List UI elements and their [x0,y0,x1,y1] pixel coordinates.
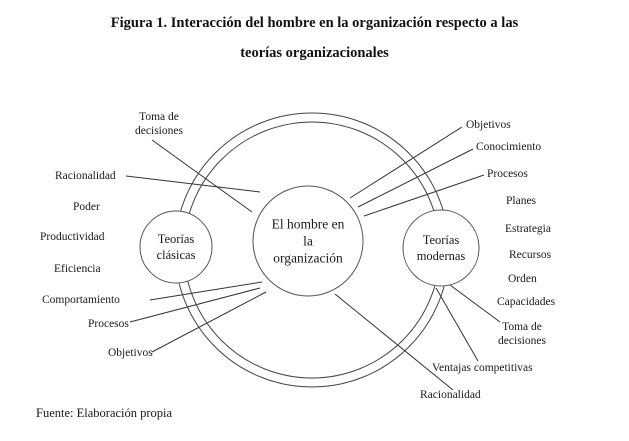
figure-source: Fuente: Elaboración propia [36,406,173,420]
label-ventajas-competitivas: Ventajas competitivas [432,362,533,374]
center-circle [252,185,364,297]
label-objetivos-right: Objetivos [466,119,511,131]
label-capacidades: Capacidades [497,296,556,308]
label-comportamiento: Comportamiento [42,294,120,306]
figure-title-line2: teorías organizacionales [240,45,389,61]
connector-lines [125,126,501,391]
label-procesos-right: Procesos [487,168,528,180]
right-circle [402,209,480,287]
label-orden: Orden [508,273,537,285]
left-circle-label: Teorías clásicas [156,232,196,262]
right-circle-label: Teorías modernas [416,233,466,263]
label-planes: Planes [506,195,537,207]
label-toma-de-decisiones-left: Toma de decisiones [135,111,183,137]
figure-title-line1: Figura 1. Interacción del hombre en la o… [110,15,519,31]
label-eficiencia: Eficiencia [54,263,101,275]
label-objetivos-left: Objetivos [108,347,153,359]
line-procesos-right [363,174,485,217]
figure-title: Figura 1. Interacción del hombre en la o… [0,8,629,68]
label-racionalidad-right: Racionalidad [420,389,481,401]
line-procesos-left [129,287,261,323]
line-racionalidad-right [334,293,454,391]
line-toma-decisiones-right [449,284,501,323]
line-objetivos-left [151,291,267,353]
line-toma-decisiones-left [151,139,253,213]
label-recursos: Recursos [509,249,552,261]
line-comportamiento [149,281,263,301]
label-conocimiento: Conocimiento [476,141,542,153]
label-estrategia: Estrategia [505,223,551,235]
label-procesos-left: Procesos [88,318,129,330]
line-racionalidad-left [125,175,261,193]
label-racionalidad-left: Racionalidad [55,170,116,182]
label-toma-de-decisiones-right: Toma de decisiones [498,321,546,347]
left-circle [139,210,213,284]
line-conocimiento [357,148,474,208]
label-productividad: Productividad [40,231,105,243]
line-ventajas-competitivas [435,287,479,362]
center-circle-label: El hombre en la organización [271,216,345,266]
label-poder: Poder [73,201,100,213]
